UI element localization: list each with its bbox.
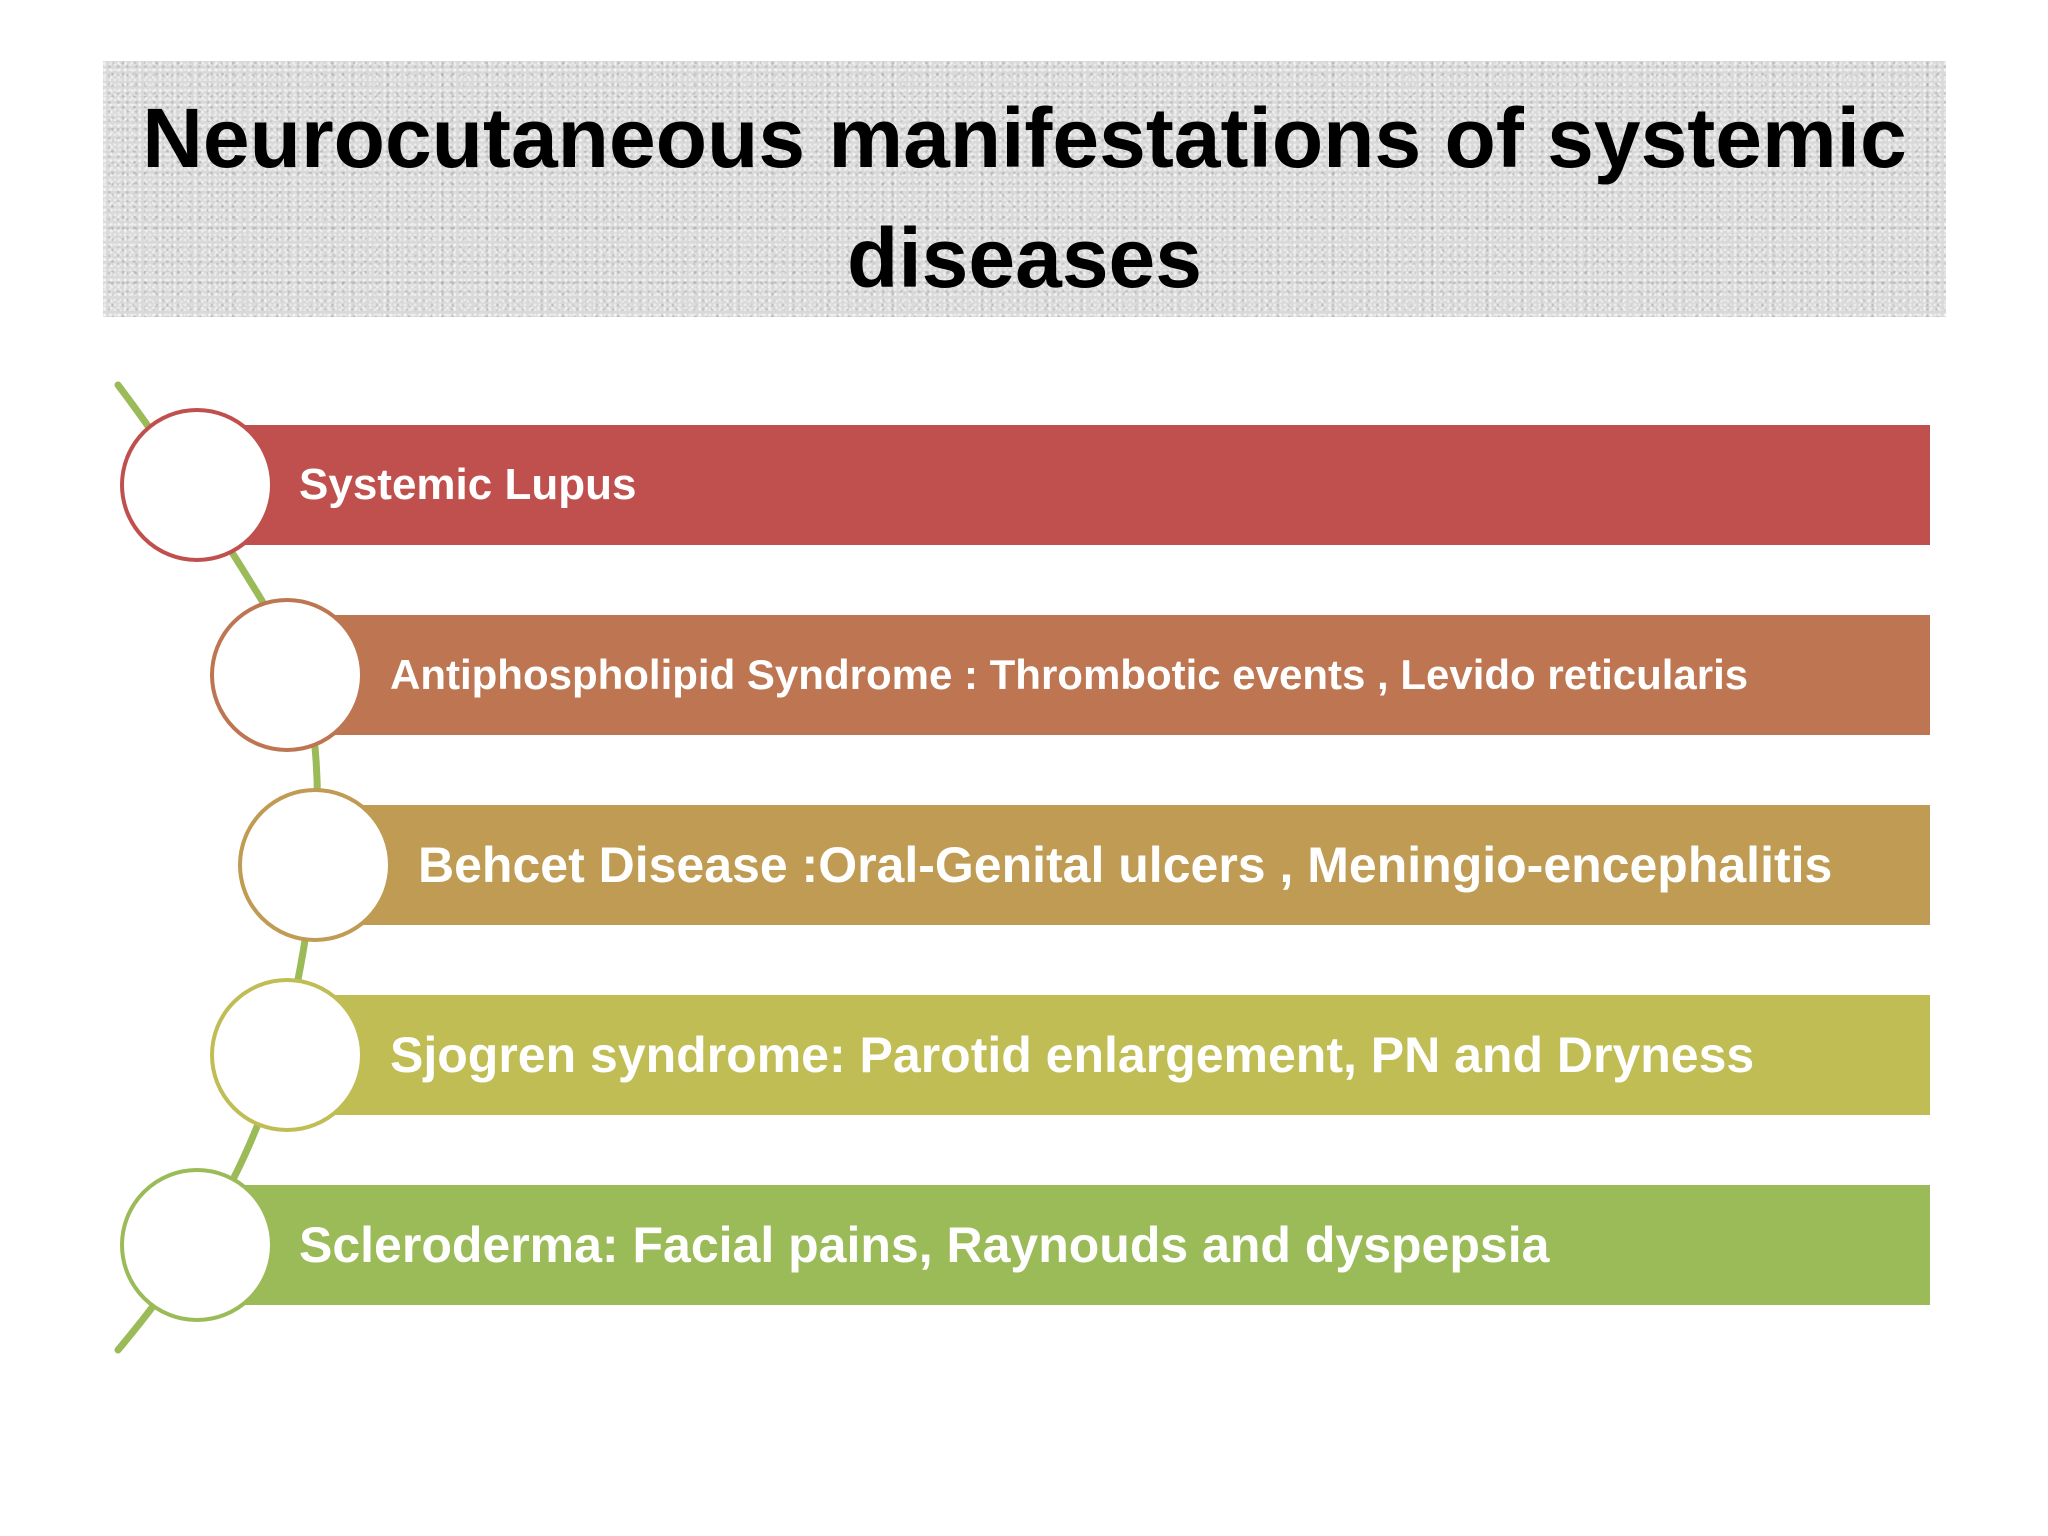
slide-title: Neurocutaneous manifestations of systemi… xyxy=(142,91,1907,305)
list-item-circle xyxy=(210,598,364,752)
list-item-bar: Systemic Lupus xyxy=(197,425,1930,545)
list-item-label: Behcet Disease :Oral-Genital ulcers , Me… xyxy=(418,837,1833,893)
list-item-bar: Behcet Disease :Oral-Genital ulcers , Me… xyxy=(315,805,1930,925)
title-background xyxy=(103,61,1946,317)
list-item-bar: Scleroderma: Facial pains, Raynouds and … xyxy=(197,1185,1930,1305)
list-item-circle xyxy=(238,788,392,942)
list-item-circle xyxy=(120,1168,274,1322)
list-item-label: Scleroderma: Facial pains, Raynouds and … xyxy=(299,1217,1550,1273)
list-item-circle xyxy=(120,408,274,562)
list-item-circle xyxy=(210,978,364,1132)
list-item-label: Sjogren syndrome: Parotid enlargement, P… xyxy=(390,1027,1755,1083)
list-item-label: Systemic Lupus xyxy=(299,460,637,509)
list-item-label: Antiphospholipid Syndrome : Thrombotic e… xyxy=(390,651,1749,698)
list-item-bar: Antiphospholipid Syndrome : Thrombotic e… xyxy=(287,615,1930,735)
list-item-bar: Sjogren syndrome: Parotid enlargement, P… xyxy=(287,995,1930,1115)
